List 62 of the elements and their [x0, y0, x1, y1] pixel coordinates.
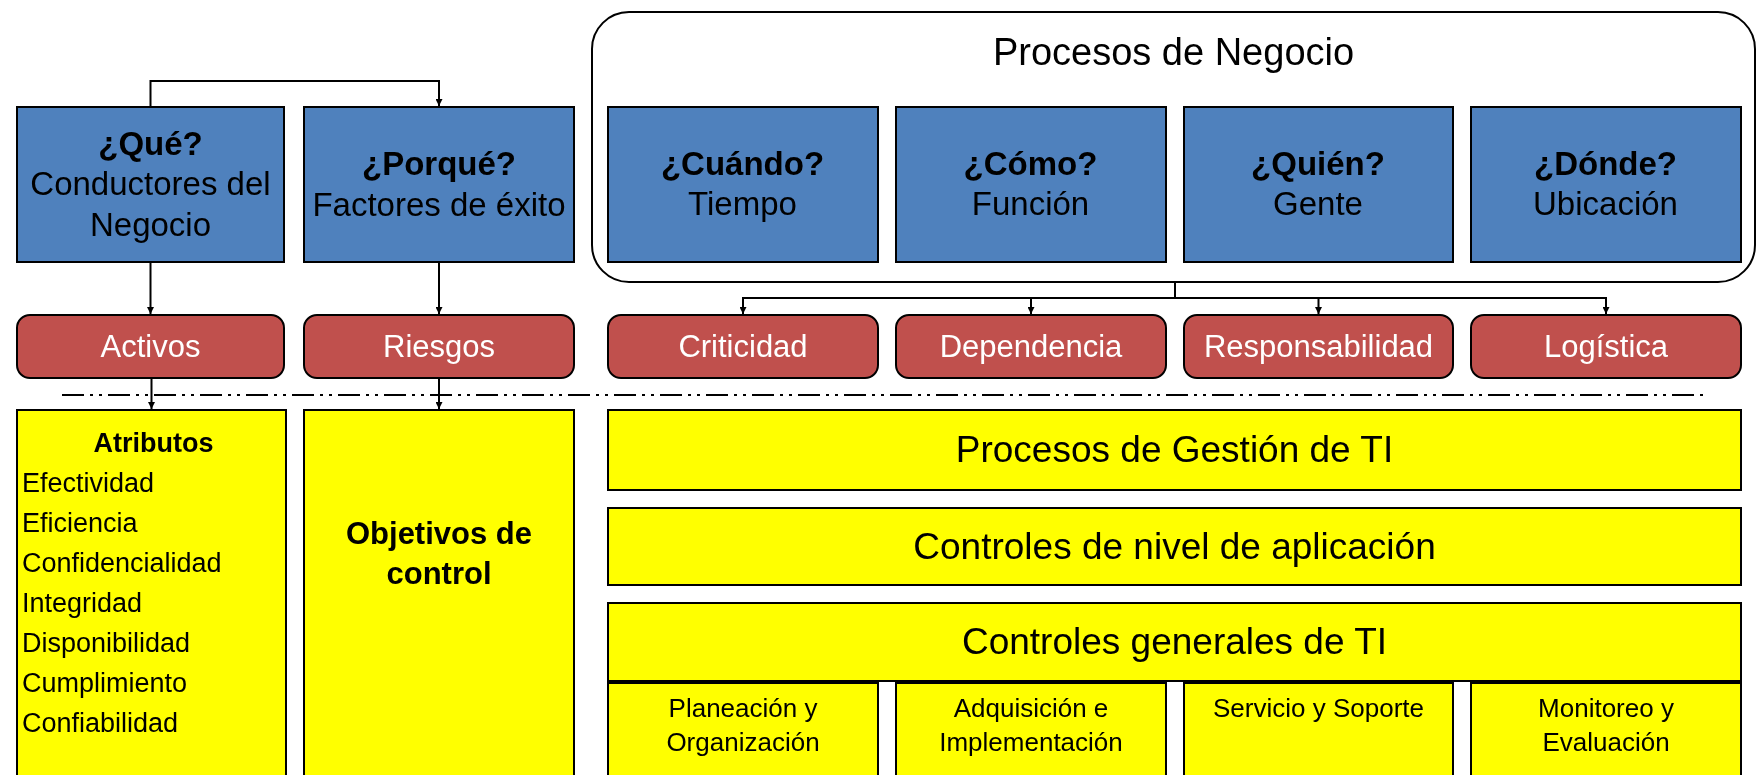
node-label: Gente: [1273, 184, 1363, 224]
arrow: [435, 378, 443, 410]
node-label: Procesos de Gestión de TI: [955, 429, 1394, 471]
node-label: Monitoreo y Evaluación: [1537, 692, 1675, 759]
heading-text: Atributos: [93, 427, 214, 460]
heading-text: ¿Cómo?: [963, 143, 1098, 184]
node-label: Controles generales de TI: [961, 621, 1388, 663]
node-label: Servicio y Soporte: [1213, 692, 1424, 725]
process-band: [607, 409, 1742, 491]
node-label: Conductores del Negocio: [29, 164, 272, 245]
list-item: Eficiencia: [22, 507, 138, 540]
process-band: [607, 602, 1742, 682]
question-box: [303, 106, 575, 263]
risk-box: [1183, 314, 1454, 379]
list-item: Cumplimiento: [22, 667, 188, 700]
attributes-box: [16, 409, 287, 775]
list-item: Disponibilidad: [22, 627, 191, 660]
arrow: [149, 80, 443, 107]
list-item: Efectividad: [22, 467, 155, 500]
node-label: Dependencia: [939, 328, 1123, 365]
risk-box: [16, 314, 285, 379]
domain-box: [1183, 682, 1454, 775]
node-label: Objetivos de control: [344, 514, 533, 593]
node-label: Responsabilidad: [1203, 328, 1434, 365]
question-box: [894, 105, 1167, 263]
node-label: Riesgos: [383, 328, 495, 365]
heading-text: ¿Quién?: [1251, 143, 1385, 184]
question-box: [1469, 105, 1742, 263]
heading-text: ¿Dónde?: [1534, 143, 1677, 184]
heading-text: ¿Porqué?: [362, 144, 516, 185]
question-box: [606, 105, 879, 263]
heading-text: ¿Qué?: [98, 124, 203, 165]
node-label: Activos: [100, 328, 201, 365]
list-item: Confiabilidad: [22, 707, 179, 740]
node-label: Criticidad: [678, 328, 808, 365]
node-label: Factores de éxito: [312, 184, 566, 225]
domain-box: [1470, 682, 1742, 775]
risk-box: [1470, 314, 1742, 379]
question-box: [1182, 105, 1454, 263]
risk-box: [303, 314, 575, 379]
node-label: Planeación y Organización: [665, 692, 821, 759]
heading-text: ¿Cuándo?: [660, 143, 825, 184]
process-group-box: [591, 11, 1756, 283]
arrow: [148, 378, 155, 410]
node-label: Adquisición e Implementación: [938, 692, 1124, 759]
node-label: Ubicación: [1533, 184, 1678, 224]
question-box: [16, 106, 285, 263]
node-label: Controles de nivel de aplicación: [913, 525, 1436, 568]
domain-box: [607, 682, 879, 775]
objectives-box: [303, 409, 575, 775]
node-label: Función: [971, 184, 1090, 224]
node-label: Tiempo: [688, 184, 797, 224]
arrow: [435, 262, 443, 315]
list-item: Integridad: [22, 587, 143, 620]
node-label: Procesos de Negocio: [992, 31, 1355, 74]
node-label: Logística: [1543, 328, 1669, 365]
list-item: Confidencialidad: [22, 547, 222, 580]
risk-box: [607, 314, 879, 379]
process-band: [607, 507, 1742, 586]
risk-box: [895, 314, 1167, 379]
domain-box: [895, 682, 1167, 775]
arrow: [147, 262, 154, 315]
